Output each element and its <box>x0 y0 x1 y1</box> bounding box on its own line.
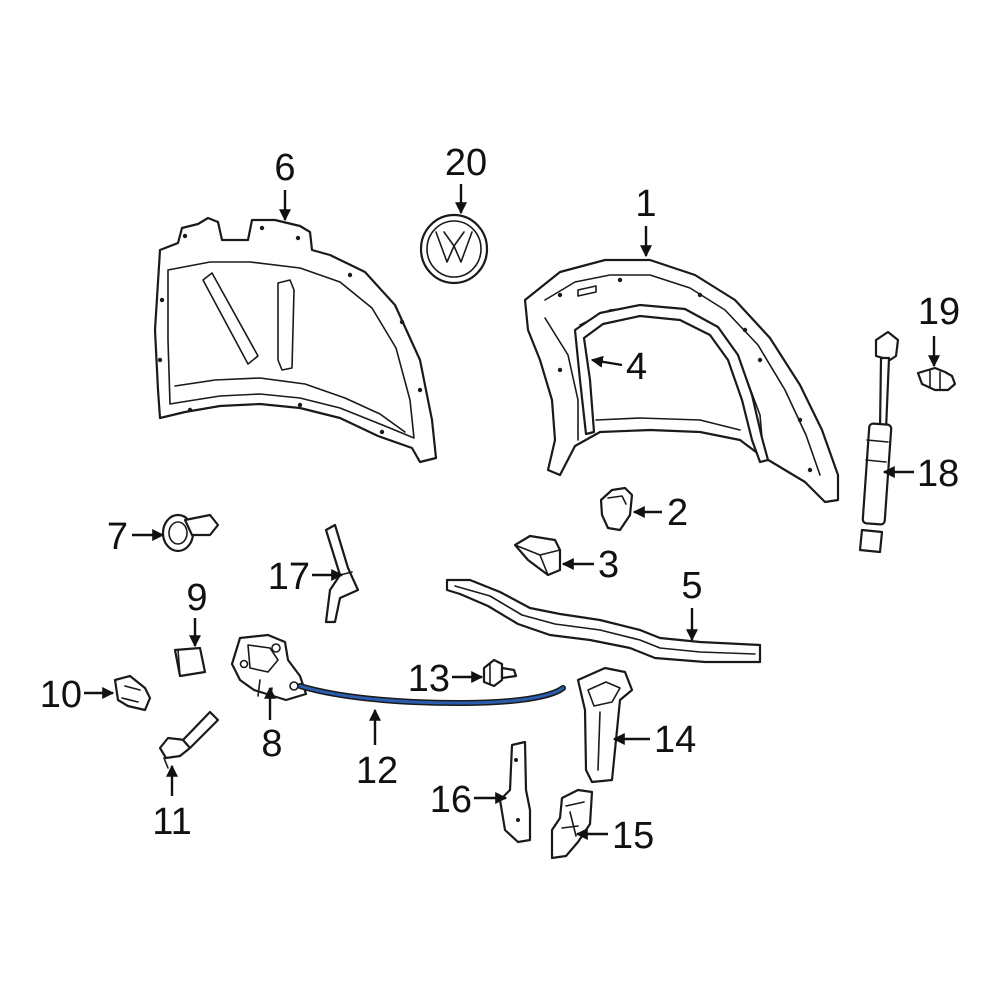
callout-11: 11 <box>152 801 191 843</box>
callout-15: 15 <box>612 815 654 857</box>
stud-part[interactable] <box>916 366 957 392</box>
callout-labels: 1 2 3 4 5 6 7 8 9 10 11 12 13 14 15 16 1… <box>40 142 960 857</box>
callout-20: 20 <box>445 142 487 184</box>
pin-part[interactable] <box>158 710 220 769</box>
lift-support-part[interactable] <box>858 330 900 554</box>
clip-part[interactable] <box>161 513 220 553</box>
callout-16: 16 <box>430 779 472 821</box>
callout-3: 3 <box>598 544 619 586</box>
push-clip-part[interactable] <box>482 658 518 688</box>
callout-19: 19 <box>918 291 960 333</box>
hood-seal-part[interactable] <box>573 303 770 464</box>
bumper-upper-part[interactable] <box>599 486 634 532</box>
callout-17: 17 <box>268 556 310 598</box>
callout-10: 10 <box>40 674 82 716</box>
bracket-16-part[interactable] <box>498 740 532 844</box>
leader-4 <box>590 355 623 368</box>
insulation-pad-part[interactable] <box>153 216 438 464</box>
bracket-17-part[interactable] <box>324 523 360 624</box>
latch-part[interactable] <box>230 633 308 702</box>
callout-6: 6 <box>274 147 295 189</box>
seal-strip-part[interactable] <box>445 578 762 664</box>
bracket-10-part[interactable] <box>113 674 152 712</box>
callout-14: 14 <box>654 719 696 761</box>
callout-4: 4 <box>626 346 647 388</box>
hood-panel-part[interactable] <box>523 258 840 504</box>
callout-12: 12 <box>356 750 398 792</box>
bracket-15-part[interactable] <box>550 788 594 860</box>
release-cable-part[interactable] <box>297 683 566 707</box>
callout-2: 2 <box>667 492 688 534</box>
release-handle-part[interactable] <box>576 666 634 784</box>
callout-18: 18 <box>917 453 959 495</box>
callout-1: 1 <box>635 183 656 225</box>
leader-arrows <box>84 184 940 840</box>
bumper-lower-part[interactable] <box>513 534 562 577</box>
callout-9: 9 <box>186 577 207 619</box>
cover-part[interactable] <box>173 646 207 678</box>
emblem-part[interactable] <box>419 213 489 285</box>
callout-7: 7 <box>107 516 128 558</box>
callout-13: 13 <box>408 658 450 700</box>
callout-8: 8 <box>261 723 282 765</box>
callout-5: 5 <box>681 565 702 607</box>
